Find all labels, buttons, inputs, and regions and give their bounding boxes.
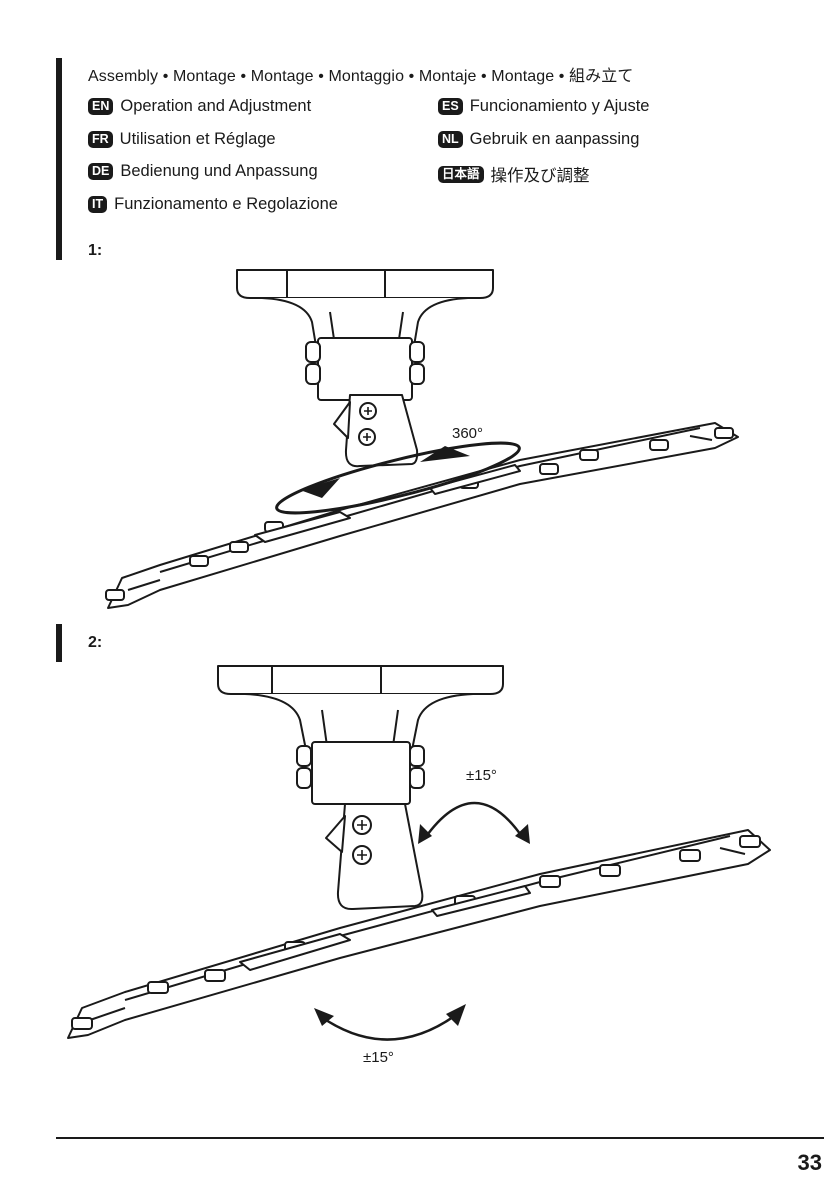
lang-badge-fr: FR <box>88 131 113 148</box>
rotation-label: 360° <box>452 425 483 442</box>
lang-item-nl: NL Gebruik en aanpassing <box>438 130 639 149</box>
lang-label-en: Operation and Adjustment <box>120 97 311 116</box>
swivel-label: ±15° <box>363 1049 394 1066</box>
lang-badge-nl: NL <box>438 131 463 148</box>
step-1-figure: 360° <box>0 260 840 620</box>
lang-badge-it: IT <box>88 196 107 213</box>
projector-plate <box>108 423 738 608</box>
section-bar-step2 <box>56 624 62 662</box>
lang-label-nl: Gebruik en aanpassing <box>470 130 640 149</box>
step-1-label: 1: <box>88 242 102 260</box>
section-bar-top <box>56 58 62 260</box>
tilt-block <box>346 395 417 466</box>
lang-label-es: Funcionamiento y Ajuste <box>470 97 650 116</box>
page-number: 33 <box>798 1150 822 1176</box>
tilt-arrow-left <box>418 824 432 844</box>
lang-badge-de: DE <box>88 163 113 180</box>
lang-label-de: Bedienung und Anpassung <box>120 162 317 181</box>
lang-item-en: EN Operation and Adjustment <box>88 97 311 116</box>
lang-item-es: ES Funcionamiento y Ajuste <box>438 97 649 116</box>
lang-item-it: IT Funzionamento e Regolazione <box>88 195 338 214</box>
lang-item-fr: FR Utilisation et Réglage <box>88 130 276 149</box>
lang-label-ja: 操作及び調整 <box>491 162 590 186</box>
tilt-block-2 <box>338 804 422 909</box>
lang-badge-ja: 日本語 <box>438 166 484 183</box>
mount-yoke-2 <box>312 742 410 804</box>
tilt-arrow-right <box>515 824 530 844</box>
lang-label-fr: Utilisation et Réglage <box>120 130 276 149</box>
step-2-figure: ±15° ±15° <box>0 660 840 1080</box>
step-2-label: 2: <box>88 634 102 652</box>
lang-item-de: DE Bedienung und Anpassung <box>88 162 318 181</box>
swivel-arrow-right <box>446 1004 466 1026</box>
mount-yoke <box>318 338 412 400</box>
footer-divider <box>56 1137 824 1139</box>
lang-item-ja: 日本語 操作及び調整 <box>438 162 590 186</box>
ceiling-plate-2 <box>218 666 503 694</box>
swivel-arc <box>320 1012 460 1040</box>
tilt-label: ±15° <box>466 767 497 784</box>
lang-badge-en: EN <box>88 98 113 115</box>
projector-plate-2 <box>68 830 770 1038</box>
lang-badge-es: ES <box>438 98 463 115</box>
page-title: Assembly • Montage • Montage • Montaggio… <box>88 62 633 86</box>
ceiling-plate <box>237 270 493 298</box>
lang-label-it: Funzionamento e Regolazione <box>114 195 338 214</box>
tilt-arc <box>425 803 523 838</box>
